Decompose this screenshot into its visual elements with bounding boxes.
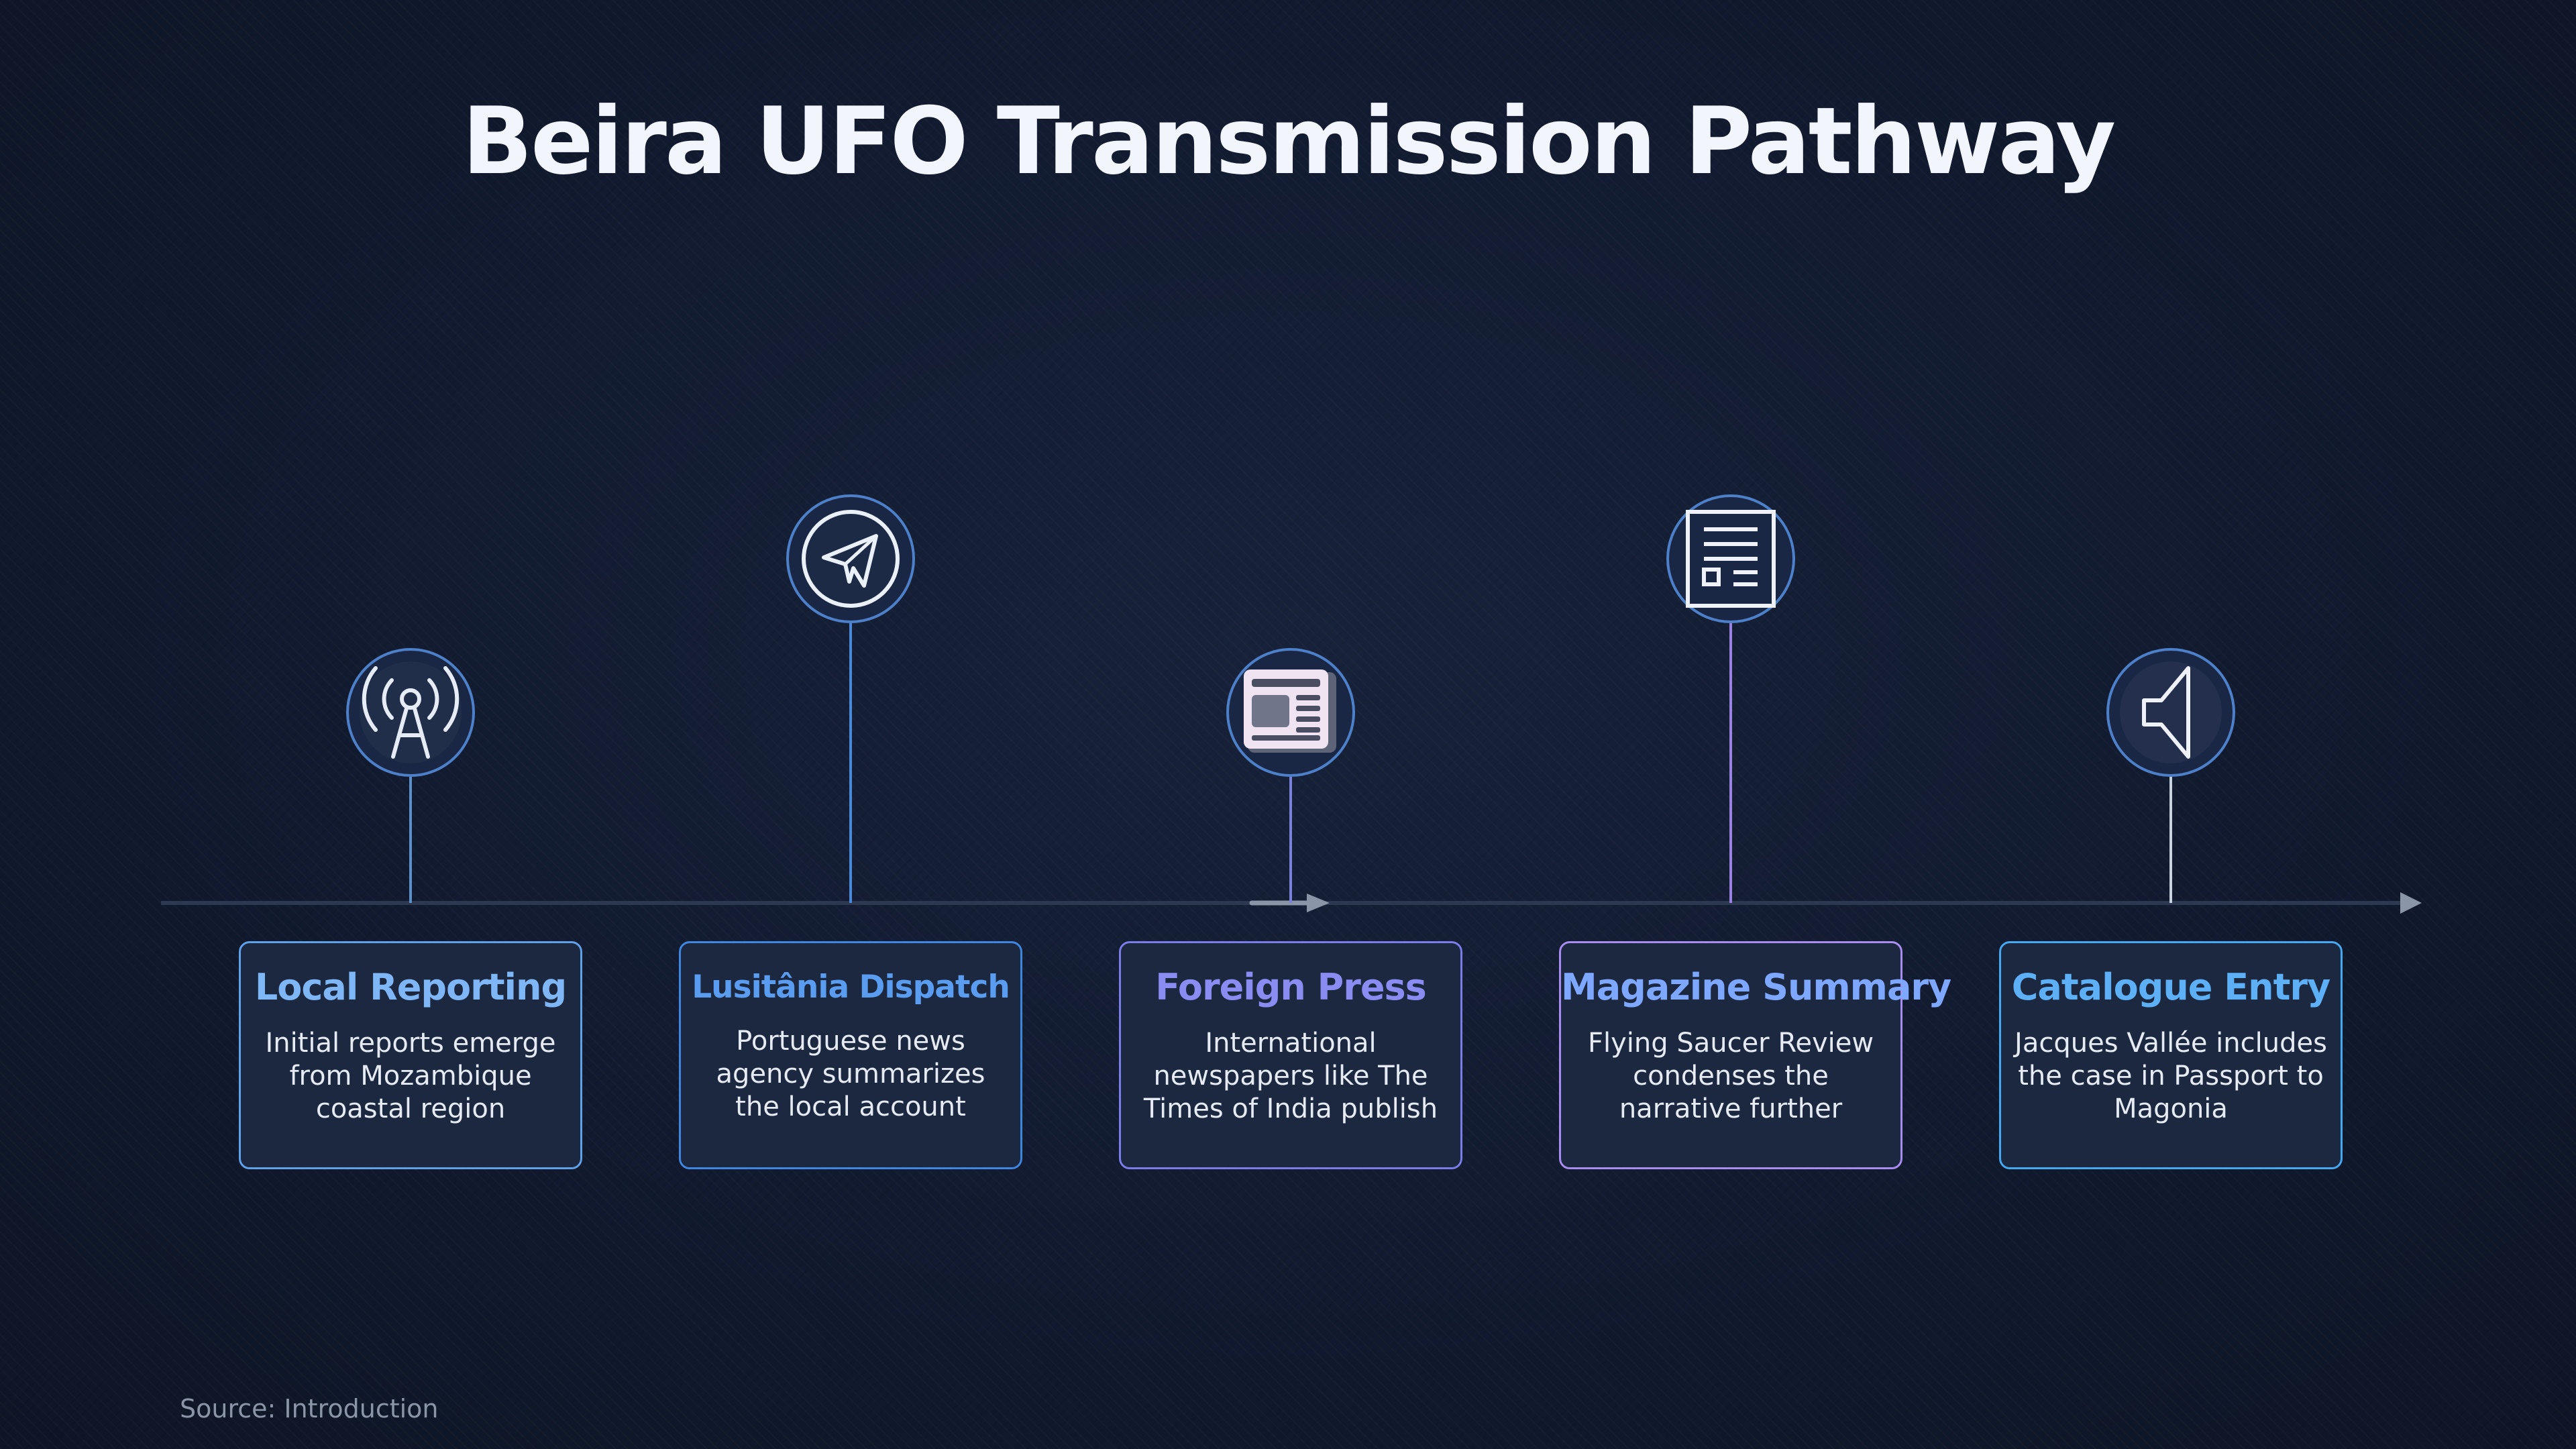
flow-arrow-icon <box>1249 894 1330 912</box>
speaker-icon <box>2106 648 2235 777</box>
stage-card-magazine-summary: Magazine Summary Flying Saucer Review co… <box>1559 941 1951 1169</box>
stage-description: Flying Saucer Review condenses the narra… <box>1587 1028 1874 1125</box>
stage-description: Portuguese news agency summarizes the lo… <box>716 1025 985 1122</box>
stage-title: Local Reporting <box>254 966 567 1008</box>
radio-tower-icon <box>346 648 475 777</box>
stage-description: Initial reports emerge from Mozambique c… <box>265 1028 556 1125</box>
axis-end-arrow <box>2400 892 2422 914</box>
stage-card-lusitania-dispatch: Lusitânia Dispatch Portuguese news agenc… <box>679 941 1022 1169</box>
stage-description: International newspapers like The Times … <box>1143 1028 1438 1125</box>
paper-plane-icon <box>786 494 915 623</box>
stage-card-foreign-press: Foreign Press International newspapers l… <box>1119 941 1462 1169</box>
stage-title: Lusitânia Dispatch <box>692 969 1010 1006</box>
stage-title: Foreign Press <box>1155 966 1427 1008</box>
newspaper-icon <box>1226 648 1355 777</box>
stage-title: Catalogue Entry <box>2011 966 2330 1008</box>
stage-description: Jacques Vallée includes the case in Pass… <box>2015 1028 2327 1125</box>
magazine-icon <box>1666 494 1795 623</box>
stage-card-local-reporting: Local Reporting Initial reports emerge f… <box>239 941 582 1169</box>
stage-title: Magazine Summary <box>1561 966 1951 1008</box>
source-note: Source: Introduction <box>180 1394 439 1424</box>
stage-card-catalogue-entry: Catalogue Entry Jacques Vallée includes … <box>1999 941 2343 1169</box>
page-title: Beira UFO Transmission Pathway <box>462 87 2116 195</box>
